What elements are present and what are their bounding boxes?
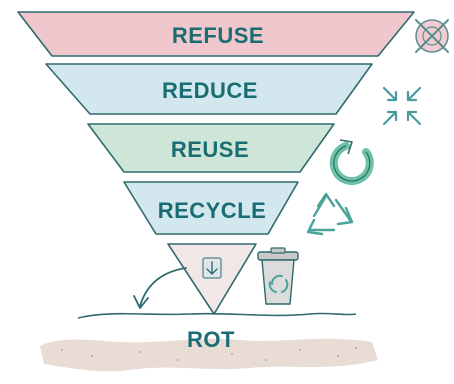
- ground-line: [77, 312, 357, 319]
- rot-label: ROT: [187, 327, 235, 352]
- crossed-out-circle-icon: [415, 19, 449, 53]
- circular-arrow-icon: [329, 139, 374, 185]
- soil-specks: [61, 347, 357, 361]
- level-label: REUSE: [171, 137, 249, 162]
- level-recycle: RECYCLE: [123, 181, 299, 235]
- compost-bin-icon: [257, 247, 299, 305]
- compress-arrows-icon: [382, 86, 422, 126]
- level-label: REFUSE: [172, 23, 264, 48]
- level-reuse: REUSE: [87, 123, 335, 173]
- level-label: RECYCLE: [158, 198, 267, 223]
- level-band: [45, 63, 373, 115]
- level-refuse: REFUSE: [17, 11, 415, 57]
- curved-arrow: [139, 267, 187, 307]
- level-band: [167, 243, 257, 315]
- level-band: [87, 123, 335, 173]
- recycle-icon: [306, 192, 354, 236]
- level-band: [123, 181, 299, 235]
- down-arrow-icon: [202, 257, 222, 279]
- soil-strip: [40, 338, 378, 372]
- level-rot-tip: [167, 243, 257, 315]
- level-band: [17, 11, 415, 57]
- level-reduce: REDUCE: [45, 63, 373, 115]
- level-label: REDUCE: [162, 78, 258, 103]
- curved-arrow-head: [133, 295, 149, 309]
